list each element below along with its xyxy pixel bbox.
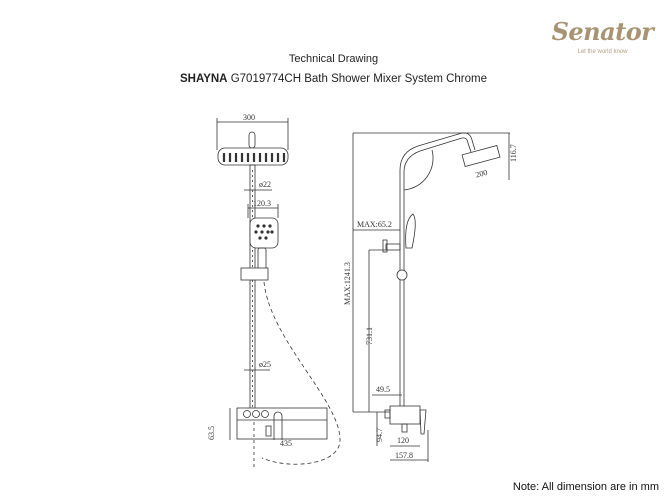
dim-pipe-dia-top: ø22: [259, 180, 271, 189]
shower-head-nozzles: [222, 153, 286, 162]
dim-arm-drop: 116.7: [509, 144, 518, 162]
dim-head-size: 200: [474, 168, 488, 180]
slider-bracket: [240, 267, 269, 281]
dim-pipe-dia-bottom: ø25: [259, 360, 271, 369]
hose: [261, 281, 341, 465]
shower-arm: [399, 132, 476, 410]
dim-mixer-depth: 94.7: [375, 428, 384, 442]
dim-max-height: MAX:1241.3: [343, 262, 352, 305]
hand-shower: [249, 217, 279, 249]
rain-head-side: [461, 145, 501, 167]
logo-brand: Senator: [551, 17, 654, 46]
dimension-note: Note: All dimension are in mm: [512, 481, 659, 493]
logo-tagline: Let the world know: [577, 49, 628, 55]
product-name: SHAYNA: [179, 73, 228, 85]
dim-head-width: 300: [243, 113, 255, 122]
dim-handset-width: 120.3: [253, 199, 271, 208]
dim-pipe-offset: 49.5: [376, 385, 390, 394]
senator-logo: Senator Let the world know: [540, 18, 665, 56]
dim-hose-length: 435: [280, 439, 292, 448]
mixer-body-side: [389, 405, 421, 425]
dim-spout-height: 731.1: [365, 327, 374, 345]
drawing-subtitle: Technical Drawing: [288, 53, 379, 65]
side-view: MAX:1241.3 116.7 200 MAX:65.2 731.1 49.5…: [343, 132, 518, 462]
product-description: G7019774CH Bath Shower Mixer System Chro…: [230, 73, 488, 85]
product-title: SHAYNA G7019774CH Bath Shower Mixer Syst…: [0, 72, 667, 86]
dim-mixer-height: 63.5: [207, 426, 216, 440]
dim-max-offset: MAX:65.2: [357, 220, 392, 229]
dim-body-width: 120: [397, 436, 409, 445]
slider-knob: [396, 269, 408, 281]
dim-overall-width: 157.8: [395, 451, 413, 460]
hand-shower-side: [405, 213, 416, 249]
front-view: 300 ø22 120.3 ø25 63.5 435: [207, 113, 341, 470]
